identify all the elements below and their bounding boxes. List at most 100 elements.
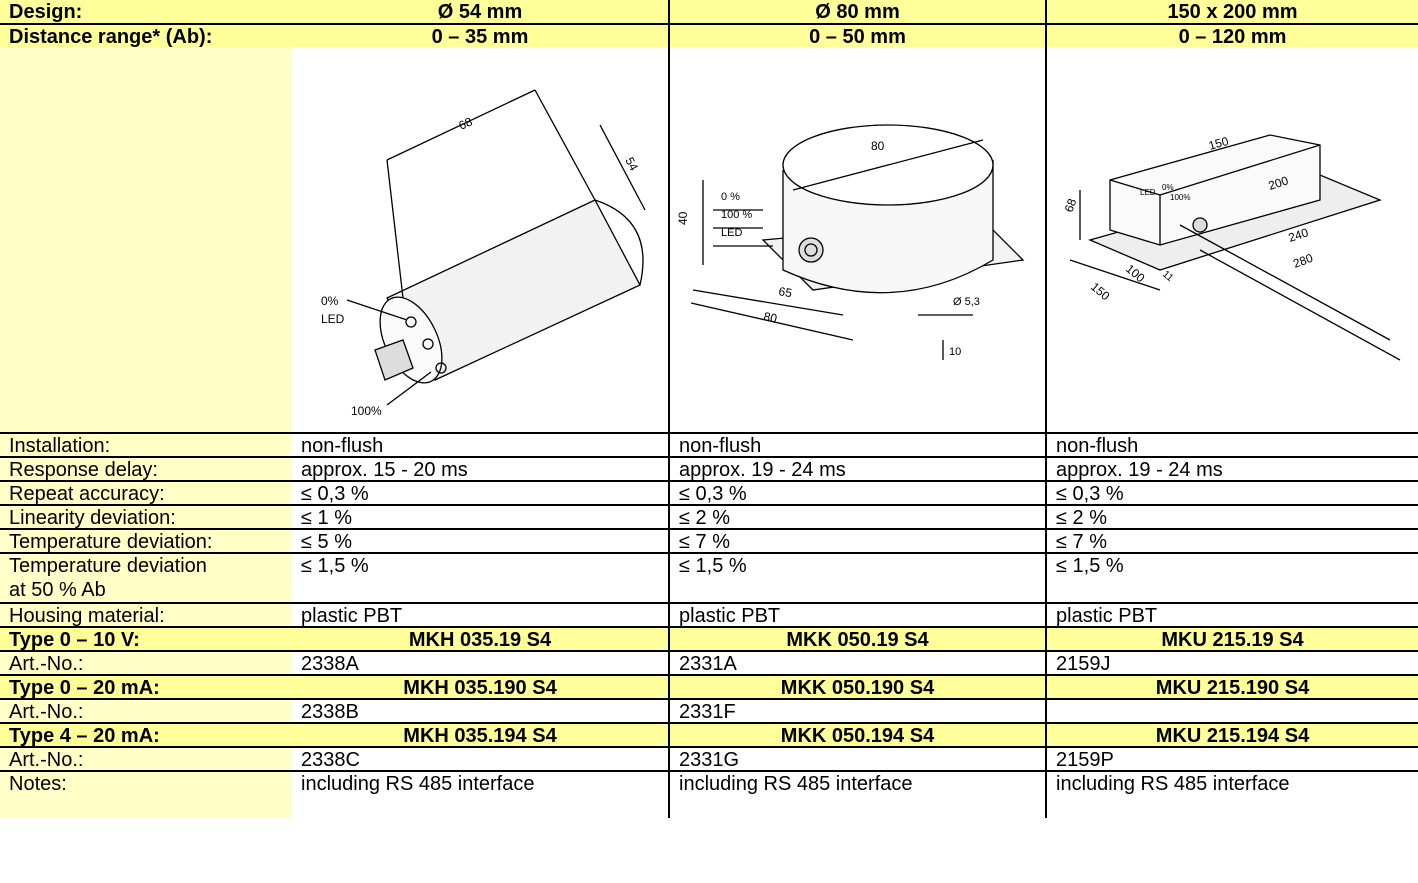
- spec-value: approx. 15 - 20 ms: [292, 456, 670, 480]
- label-zero-80: 0 %: [721, 191, 740, 203]
- type-model: MKH 035.19 S4: [292, 626, 670, 650]
- dim-80-width: 80: [762, 309, 778, 326]
- dim-l240: 240: [1287, 225, 1311, 245]
- design-col-3: 150 x 200 mm: [1047, 0, 1418, 23]
- spec-value: ≤ 1,5 %: [292, 552, 670, 602]
- label-zero: 0%: [321, 294, 339, 308]
- dim-length: 68: [457, 114, 475, 132]
- art-number: 2338C: [292, 746, 670, 770]
- art-number: 2338A: [292, 650, 670, 674]
- art-number: 2159P: [1047, 746, 1418, 770]
- type-model: MKK 050.194 S4: [670, 722, 1047, 746]
- label-hundred-80: 100 %: [721, 209, 752, 221]
- spec-value: approx. 19 - 24 ms: [1047, 456, 1418, 480]
- type-model: MKU 215.19 S4: [1047, 626, 1418, 650]
- drawing-d54: 68 54 0% LED 100%: [292, 47, 670, 432]
- range-col-1: 0 – 35 mm: [292, 23, 670, 47]
- spec-value: ≤ 2 %: [1047, 504, 1418, 528]
- dim-height-80: 40: [676, 211, 690, 225]
- dim-65: 65: [777, 284, 793, 300]
- notes-value: including RS 485 interface: [1047, 770, 1418, 818]
- design-col-2: Ø 80 mm: [670, 0, 1047, 23]
- spec-label: Linearity deviation:: [0, 504, 292, 528]
- spec-value: ≤ 0,3 %: [670, 480, 1047, 504]
- rect-sensor-drawing: 68 150 200 240 280 150 100 11 LED 0% 100…: [1062, 133, 1401, 361]
- spec-label-two-line: Temperature deviation at 50 % Ab: [0, 552, 292, 602]
- label-zero-150: 0%: [1162, 183, 1174, 192]
- art-label: Art.-No.:: [0, 698, 292, 722]
- drawing-d150: 68 150 200 240 280 150 100 11 LED 0% 100…: [1047, 47, 1418, 432]
- spec-label-line1: Temperature deviation: [9, 555, 207, 577]
- type-model: MKU 215.190 S4: [1047, 674, 1418, 698]
- spec-value: ≤ 1,5 %: [1047, 552, 1418, 602]
- cylinder-sensor-drawing: 68 54 0% LED 100%: [321, 88, 646, 418]
- round-sensor-drawing: 80 0 % 100 % LED 40 65 80 Ø 5,3 10: [676, 123, 1024, 360]
- type-model: MKH 035.194 S4: [292, 722, 670, 746]
- label-led-80: LED: [721, 227, 742, 239]
- art-label: Art.-No.:: [0, 650, 292, 674]
- label-hundred-150: 100%: [1170, 193, 1190, 202]
- art-number: [1047, 698, 1418, 722]
- spec-value: non-flush: [292, 432, 670, 456]
- design-label: Design:: [0, 0, 292, 23]
- spec-value: ≤ 0,3 %: [1047, 480, 1418, 504]
- type-model: MKU 215.194 S4: [1047, 722, 1418, 746]
- spec-value: plastic PBT: [670, 602, 1047, 626]
- dim-80-diameter: 80: [871, 139, 885, 153]
- label-led: LED: [321, 312, 345, 326]
- spec-value: non-flush: [670, 432, 1047, 456]
- dim-l200: 200: [1267, 173, 1291, 193]
- label-led-150: LED: [1140, 188, 1156, 197]
- range-label: Distance range* (Ab):: [0, 23, 292, 47]
- type-model: MKH 035.190 S4: [292, 674, 670, 698]
- type-model: MKK 050.190 S4: [670, 674, 1047, 698]
- dim-w150: 150: [1207, 133, 1230, 152]
- spec-label: Repeat accuracy:: [0, 480, 292, 504]
- notes-label: Notes:: [0, 770, 292, 818]
- drawing-d80: 80 0 % 100 % LED 40 65 80 Ø 5,3 10: [670, 47, 1047, 432]
- type-label: Type 0 – 20 mA:: [0, 674, 292, 698]
- drawing-label-blank: [0, 47, 292, 432]
- art-label: Art.-No.:: [0, 746, 292, 770]
- spec-value: ≤ 0,3 %: [292, 480, 670, 504]
- notes-value: including RS 485 interface: [292, 770, 670, 818]
- spec-label: Housing material:: [0, 602, 292, 626]
- dim-150-depth: 150: [1088, 279, 1113, 303]
- spec-label-line2: at 50 % Ab: [9, 579, 106, 601]
- spec-value: plastic PBT: [1047, 602, 1418, 626]
- art-number: 2338B: [292, 698, 670, 722]
- art-number: 2331G: [670, 746, 1047, 770]
- type-label: Type 0 – 10 V:: [0, 626, 292, 650]
- spec-value: ≤ 1 %: [292, 504, 670, 528]
- dim-11: 11: [1160, 268, 1175, 283]
- art-number: 2331F: [670, 698, 1047, 722]
- spec-label: Response delay:: [0, 456, 292, 480]
- spec-value: approx. 19 - 24 ms: [670, 456, 1047, 480]
- spec-label: Temperature deviation:: [0, 528, 292, 552]
- spec-value: ≤ 7 %: [1047, 528, 1418, 552]
- dim-100: 100: [1123, 261, 1148, 285]
- spec-value: plastic PBT: [292, 602, 670, 626]
- range-col-3: 0 – 120 mm: [1047, 23, 1418, 47]
- dim-hole: Ø 5,3: [953, 296, 980, 308]
- type-label: Type 4 – 20 mA:: [0, 722, 292, 746]
- spec-value: non-flush: [1047, 432, 1418, 456]
- spec-label: Installation:: [0, 432, 292, 456]
- spec-value: ≤ 7 %: [670, 528, 1047, 552]
- notes-value: including RS 485 interface: [670, 770, 1047, 818]
- type-model: MKK 050.19 S4: [670, 626, 1047, 650]
- dim-base: 10: [949, 346, 961, 358]
- spec-grid: Design: Ø 54 mm Ø 80 mm 150 x 200 mm Dis…: [0, 0, 1418, 818]
- dim-h68: 68: [1062, 196, 1080, 214]
- range-col-2: 0 – 50 mm: [670, 23, 1047, 47]
- label-hundred: 100%: [351, 404, 382, 418]
- spec-value: ≤ 1,5 %: [670, 552, 1047, 602]
- art-number: 2159J: [1047, 650, 1418, 674]
- design-col-1: Ø 54 mm: [292, 0, 670, 23]
- dim-diameter: 54: [622, 154, 641, 173]
- spec-value: ≤ 5 %: [292, 528, 670, 552]
- art-number: 2331A: [670, 650, 1047, 674]
- spec-value: ≤ 2 %: [670, 504, 1047, 528]
- dim-l280: 280: [1291, 250, 1315, 270]
